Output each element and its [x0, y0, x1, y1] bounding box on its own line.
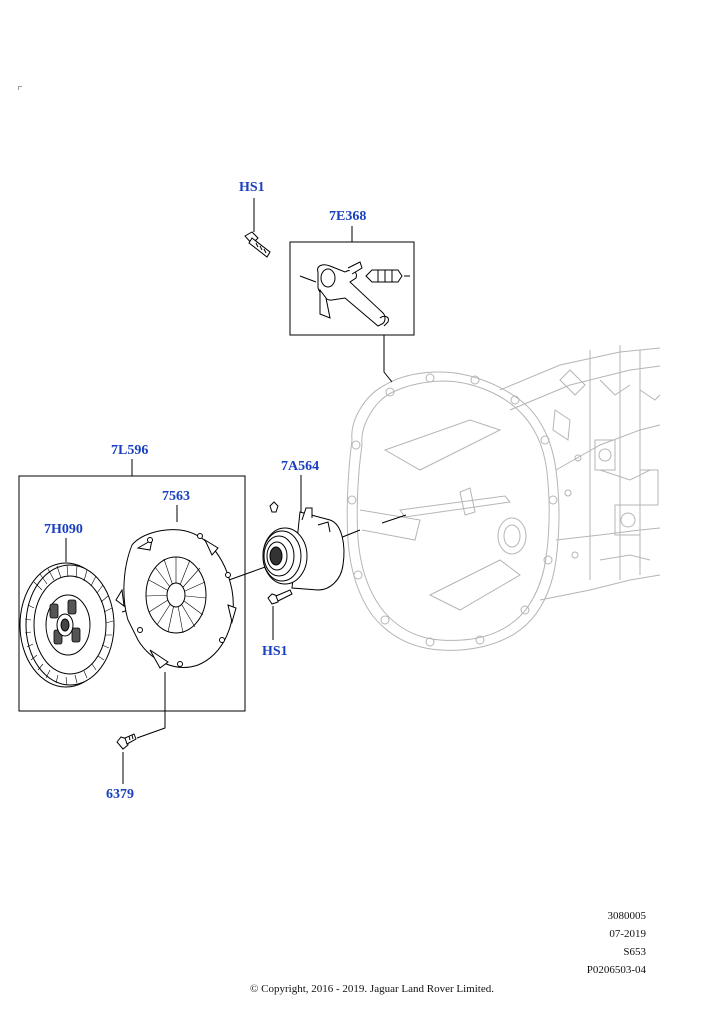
hs1-bolt-bottom — [267, 589, 293, 605]
callout-7a564[interactable]: 7A564 — [281, 459, 320, 474]
publication-code: P0206503-04 — [586, 964, 646, 976]
clutch-disc-part — [19, 562, 115, 688]
pressure-plate-part — [115, 529, 237, 669]
diagram-date: 07-2019 — [609, 928, 646, 940]
slave-cylinder-part — [244, 231, 410, 327]
crop-mark — [18, 86, 22, 90]
callout-7e368[interactable]: 7E368 — [329, 209, 367, 224]
bleed-nipple — [365, 269, 403, 283]
callout-hs1-top[interactable]: HS1 — [239, 180, 265, 195]
copyright-notice: © Copyright, 2016 - 2019. Jaguar Land Ro… — [250, 983, 494, 995]
callout-hs1-bottom[interactable]: HS1 — [262, 644, 288, 659]
callout-7l596[interactable]: 7L596 — [111, 443, 149, 458]
diagram-number: 3080005 — [607, 910, 647, 922]
release-bearing-part — [262, 501, 345, 591]
clutch-cover-bolt — [116, 733, 137, 750]
gearbox-housing-outline — [346, 345, 661, 651]
hs1-bolt-top — [244, 231, 271, 258]
callout-6379[interactable]: 6379 — [106, 787, 134, 802]
model-code: S653 — [623, 946, 646, 958]
callout-7h090[interactable]: 7H090 — [44, 522, 83, 537]
callout-7563[interactable]: 7563 — [162, 489, 190, 504]
